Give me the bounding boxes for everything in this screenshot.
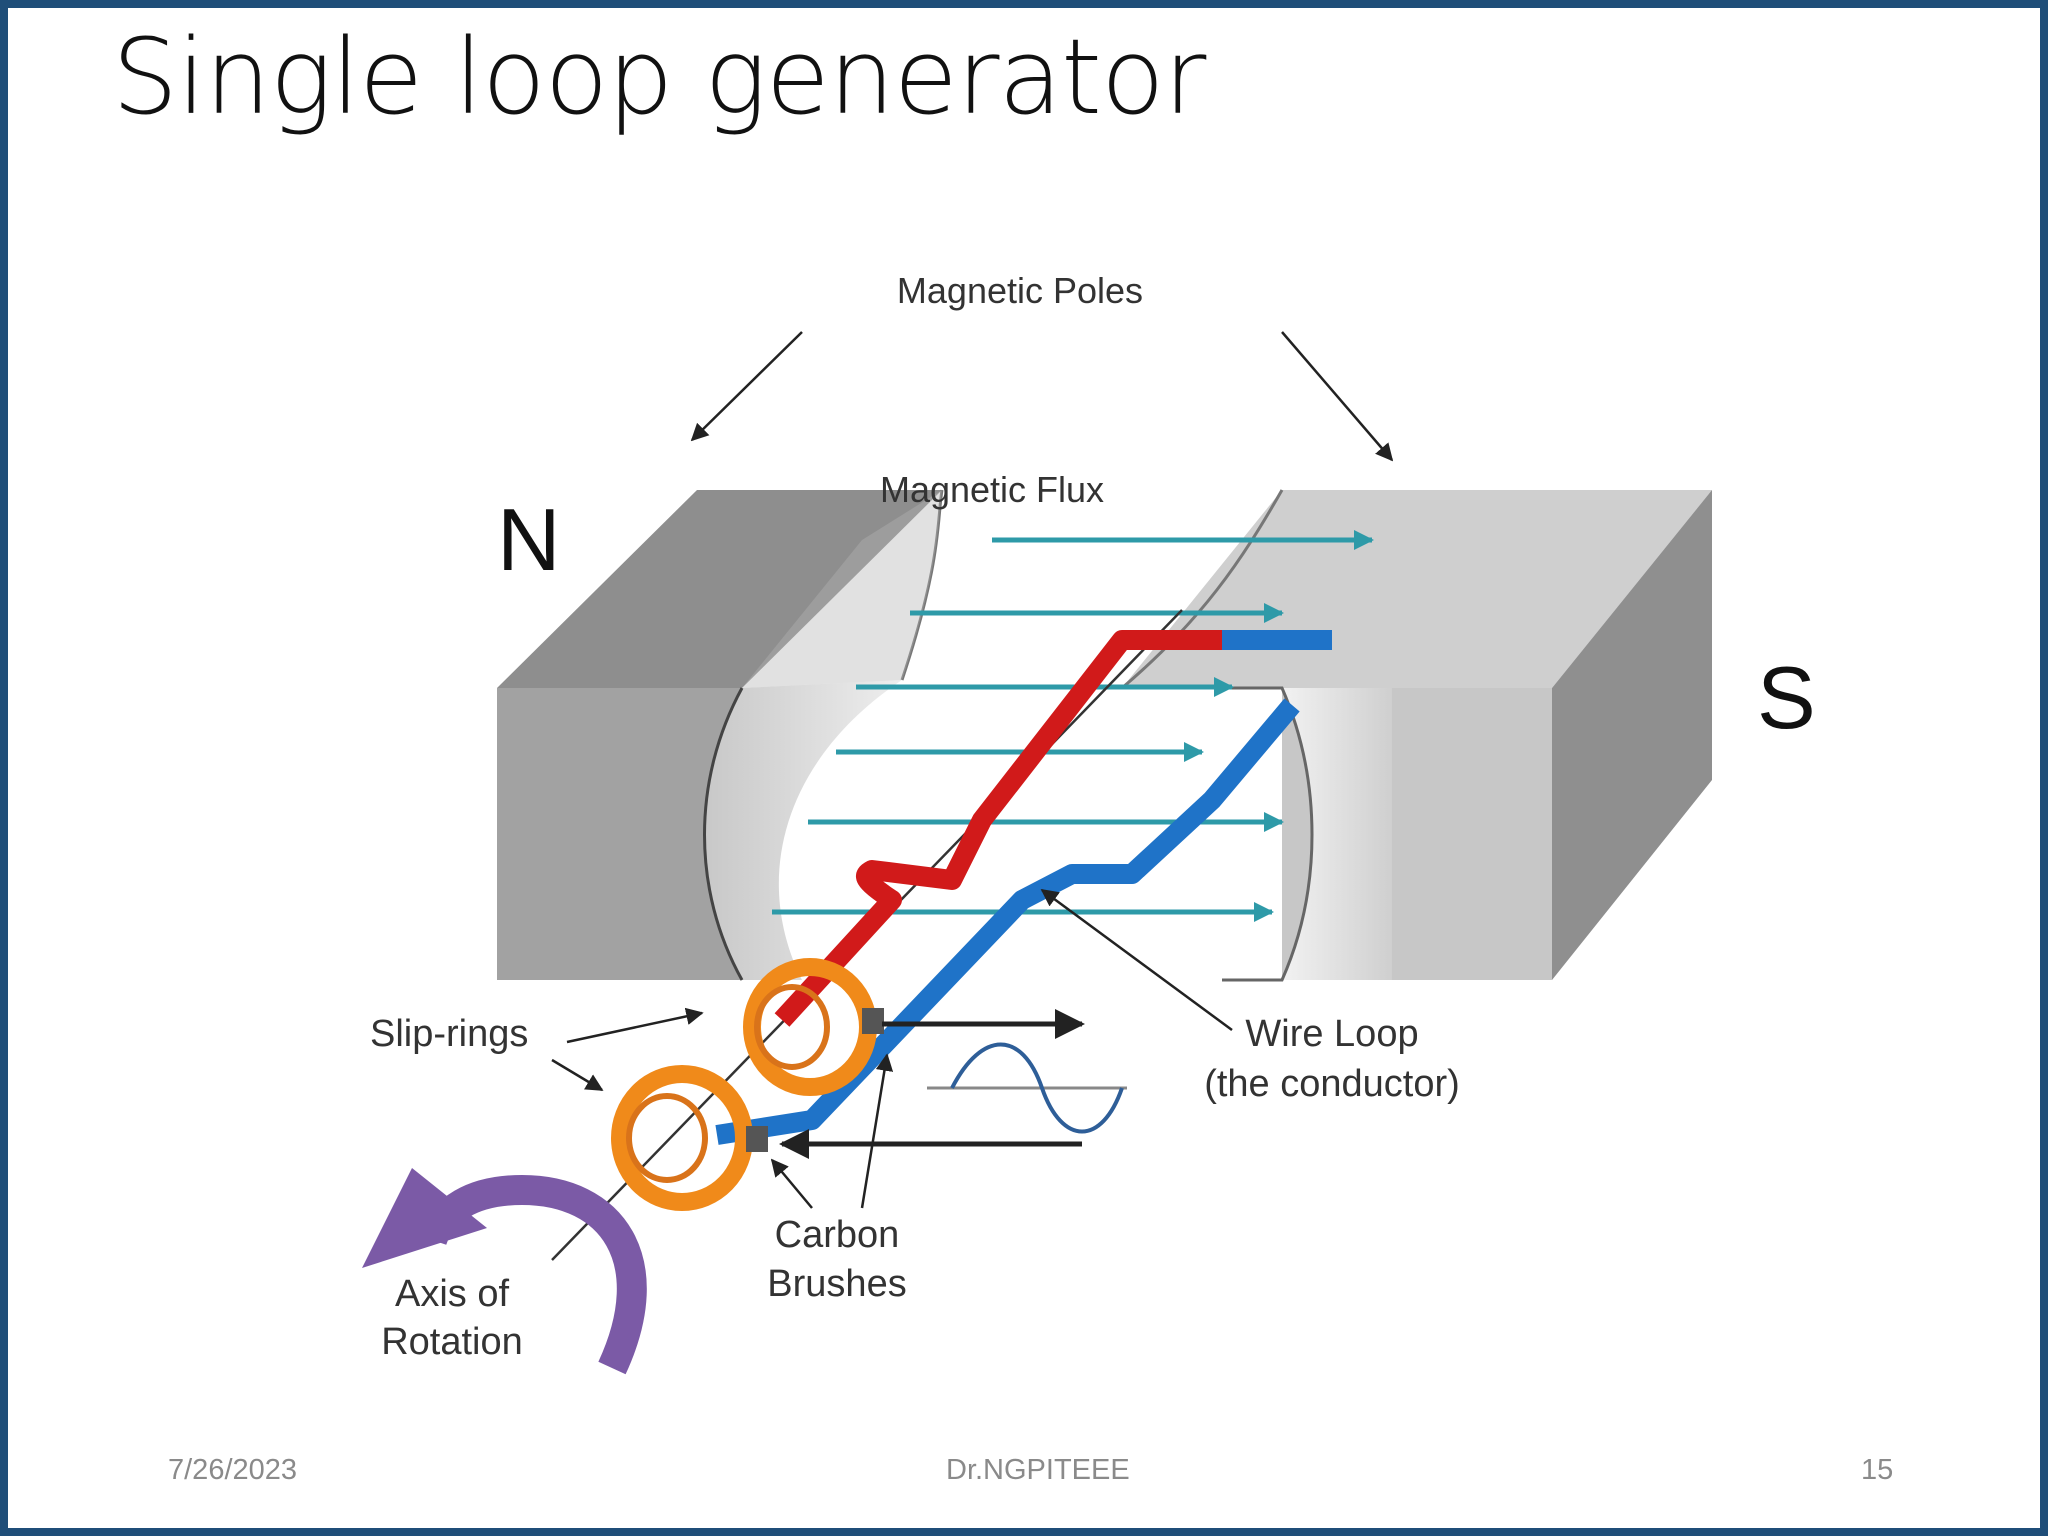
north-magnet: [497, 489, 944, 981]
magnetic-flux-label: Magnetic Flux: [880, 469, 1104, 510]
slip-ring-upper-inner: [754, 984, 830, 1070]
pole-arrow-left: [690, 331, 803, 442]
carbon-pointer-1: [770, 1158, 813, 1209]
carbon-brushes-label-2: Brushes: [767, 1263, 906, 1305]
footer-author: Dr.NGPITEEE: [946, 1454, 1130, 1486]
slip-ring-lower: [611, 1065, 753, 1211]
slip-rings-pointer-2: [551, 1058, 604, 1092]
pole-arrow-right: [1281, 331, 1394, 462]
carbon-brush-upper: [862, 1008, 884, 1034]
axis-label-2: Rotation: [381, 1321, 523, 1363]
rotation-arrowhead: [362, 1168, 487, 1268]
footer-date: 7/26/2023: [168, 1454, 298, 1486]
carbon-brushes-label-1: Carbon: [775, 1214, 900, 1256]
wire-loop-pointer: [1040, 888, 1233, 1032]
slip-ring-lower-inner: [626, 1093, 708, 1183]
south-label: S: [1757, 648, 1816, 747]
slide-title: Single loop generator: [112, 16, 1206, 138]
magnetic-poles-label: Magnetic Poles: [897, 270, 1143, 311]
ac-waveform: [927, 1042, 1127, 1134]
wire-loop-label-1: Wire Loop: [1245, 1013, 1418, 1055]
slip-rings-pointer-1: [566, 1007, 704, 1044]
wire-loop-red: [774, 630, 1232, 1027]
north-label: N: [497, 490, 561, 589]
slip-rings-label: Slip-rings: [370, 1013, 528, 1055]
carbon-brush-lower: [746, 1126, 768, 1152]
footer-page-number: 15: [1861, 1454, 1894, 1486]
carbon-pointer-2: [860, 1053, 894, 1209]
axis-label-1: Axis of: [395, 1273, 509, 1315]
flux-arrows: [772, 530, 1374, 922]
wire-loop-label-2: (the conductor): [1204, 1063, 1460, 1105]
generator-diagram: Magnetic Poles N S Magnetic Flux: [362, 260, 1816, 1390]
